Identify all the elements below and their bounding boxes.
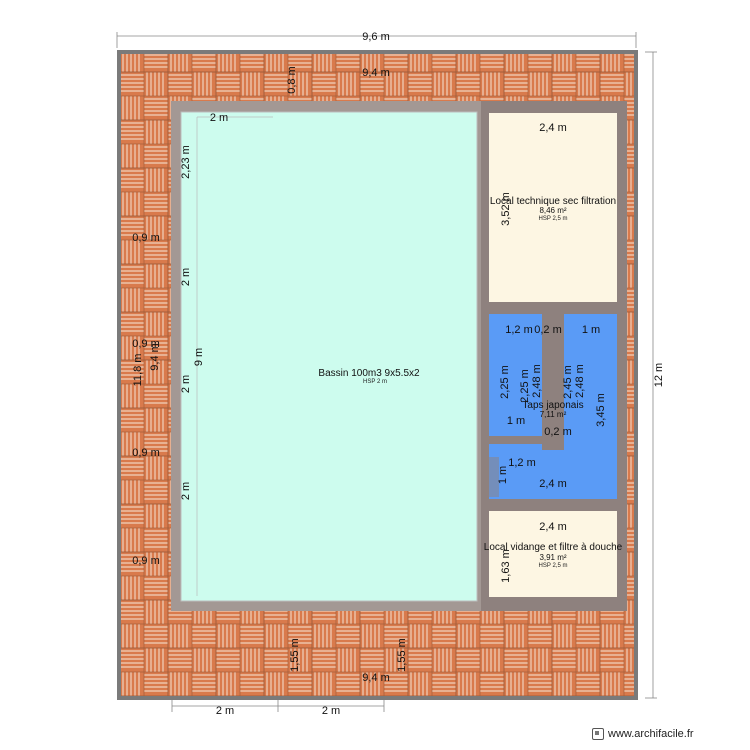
tatami-area: 7,11 m² (540, 410, 567, 419)
deck-left-seg-label-3: 0,9 m (132, 447, 160, 459)
technique-width-label: 2,4 m (539, 122, 567, 134)
bottom-seg-label-2: 2 m (322, 705, 340, 717)
technique-name: Local technique sec filtration (490, 196, 616, 207)
deck-bottom-width-label: 9,4 m (362, 672, 390, 684)
technique-area: 8,46 m² (539, 206, 566, 215)
tatami-dim-v3: 2,48 m (531, 364, 543, 398)
pool-length-label: 9 m (193, 348, 205, 366)
overall-height-label: 12 m (653, 363, 665, 387)
vidange-name: Local vidange et filtre à douche (484, 542, 623, 553)
pool-hsp: HSP 2 m (363, 379, 387, 385)
site-credit[interactable]: www.archifacile.fr (592, 728, 694, 740)
tatami-dim-top-right: 1 m (582, 324, 600, 336)
tatami-dim-v2: 2,25 m (519, 369, 531, 403)
pool-name: Bassin 100m3 9x5.5x2 (318, 368, 420, 379)
tatami-dim-v4: 2,45 m (562, 365, 574, 399)
deck-bottom-depth-label-2: 1,55 m (396, 638, 408, 672)
site-credit-text: www.archifacile.fr (608, 728, 694, 740)
pool-basin (180, 111, 478, 602)
tatami-dim-v1: 2,25 m (499, 365, 511, 399)
technique-hsp: HSP 2,5 m (539, 216, 568, 222)
tatami-nook (489, 457, 499, 497)
vidange-area: 3,91 m² (539, 553, 566, 562)
deck-bottom-depth-label-1: 1,55 m (289, 638, 301, 672)
pool-seg-label-4: 2 m (180, 482, 192, 500)
tatami-dim-low-v: 1 m (497, 466, 509, 484)
deck-left-seg-label-1: 0,9 m (132, 232, 160, 244)
deck-top-depth-label: 0,8 m (286, 66, 298, 94)
pool-seg-label-1: 2,23 m (180, 145, 192, 179)
deck-left-seg-label-4: 0,9 m (132, 555, 160, 567)
deck-left-height-label: 9,4 m (149, 343, 161, 371)
deck-left-height-label-2: 11,8 m (132, 354, 144, 387)
tatami-partition-horizontal (489, 436, 564, 444)
tatami-dim-top-left: 1,2 m (505, 324, 533, 336)
tatami-dim-v5: 2,48 m (574, 364, 586, 398)
archifacile-logo-icon (592, 728, 604, 740)
vidange-hsp: HSP 2,5 m (539, 563, 568, 569)
vidange-height-label: 1,63 m (500, 549, 512, 583)
tatami-dim-mid-left: 1 m (507, 415, 525, 427)
technique-height-label: 3,52 m (500, 192, 512, 226)
tatami-partition-vertical (542, 314, 564, 450)
deck-left-seg-label-2: 0,9 m (132, 338, 160, 350)
pool-top-seg-label: 2 m (210, 112, 228, 124)
bottom-seg-label-1: 2 m (216, 705, 234, 717)
overall-dimension-lines (116, 32, 657, 712)
vidange-width-label: 2,4 m (539, 521, 567, 533)
tatami-dim-low-left: 1,2 m (508, 457, 536, 469)
room-technique (489, 113, 617, 302)
tatami-height-label: 3,45 m (595, 393, 607, 427)
pool-seg-label-3: 2 m (180, 375, 192, 393)
deck-top-width-label: 9,4 m (362, 67, 390, 79)
tatami-name: Taps japonais (522, 400, 583, 411)
tatami-width-label: 2,4 m (539, 478, 567, 490)
room-vidange (489, 511, 617, 597)
pool-seg-label-2: 2 m (180, 268, 192, 286)
tatami-dim-top-mid: 0,2 m (534, 324, 562, 336)
tatami-dim-mid-mid: 0,2 m (544, 426, 572, 438)
overall-width-label: 9,6 m (362, 31, 390, 43)
pool-dimension-guides (196, 116, 273, 596)
